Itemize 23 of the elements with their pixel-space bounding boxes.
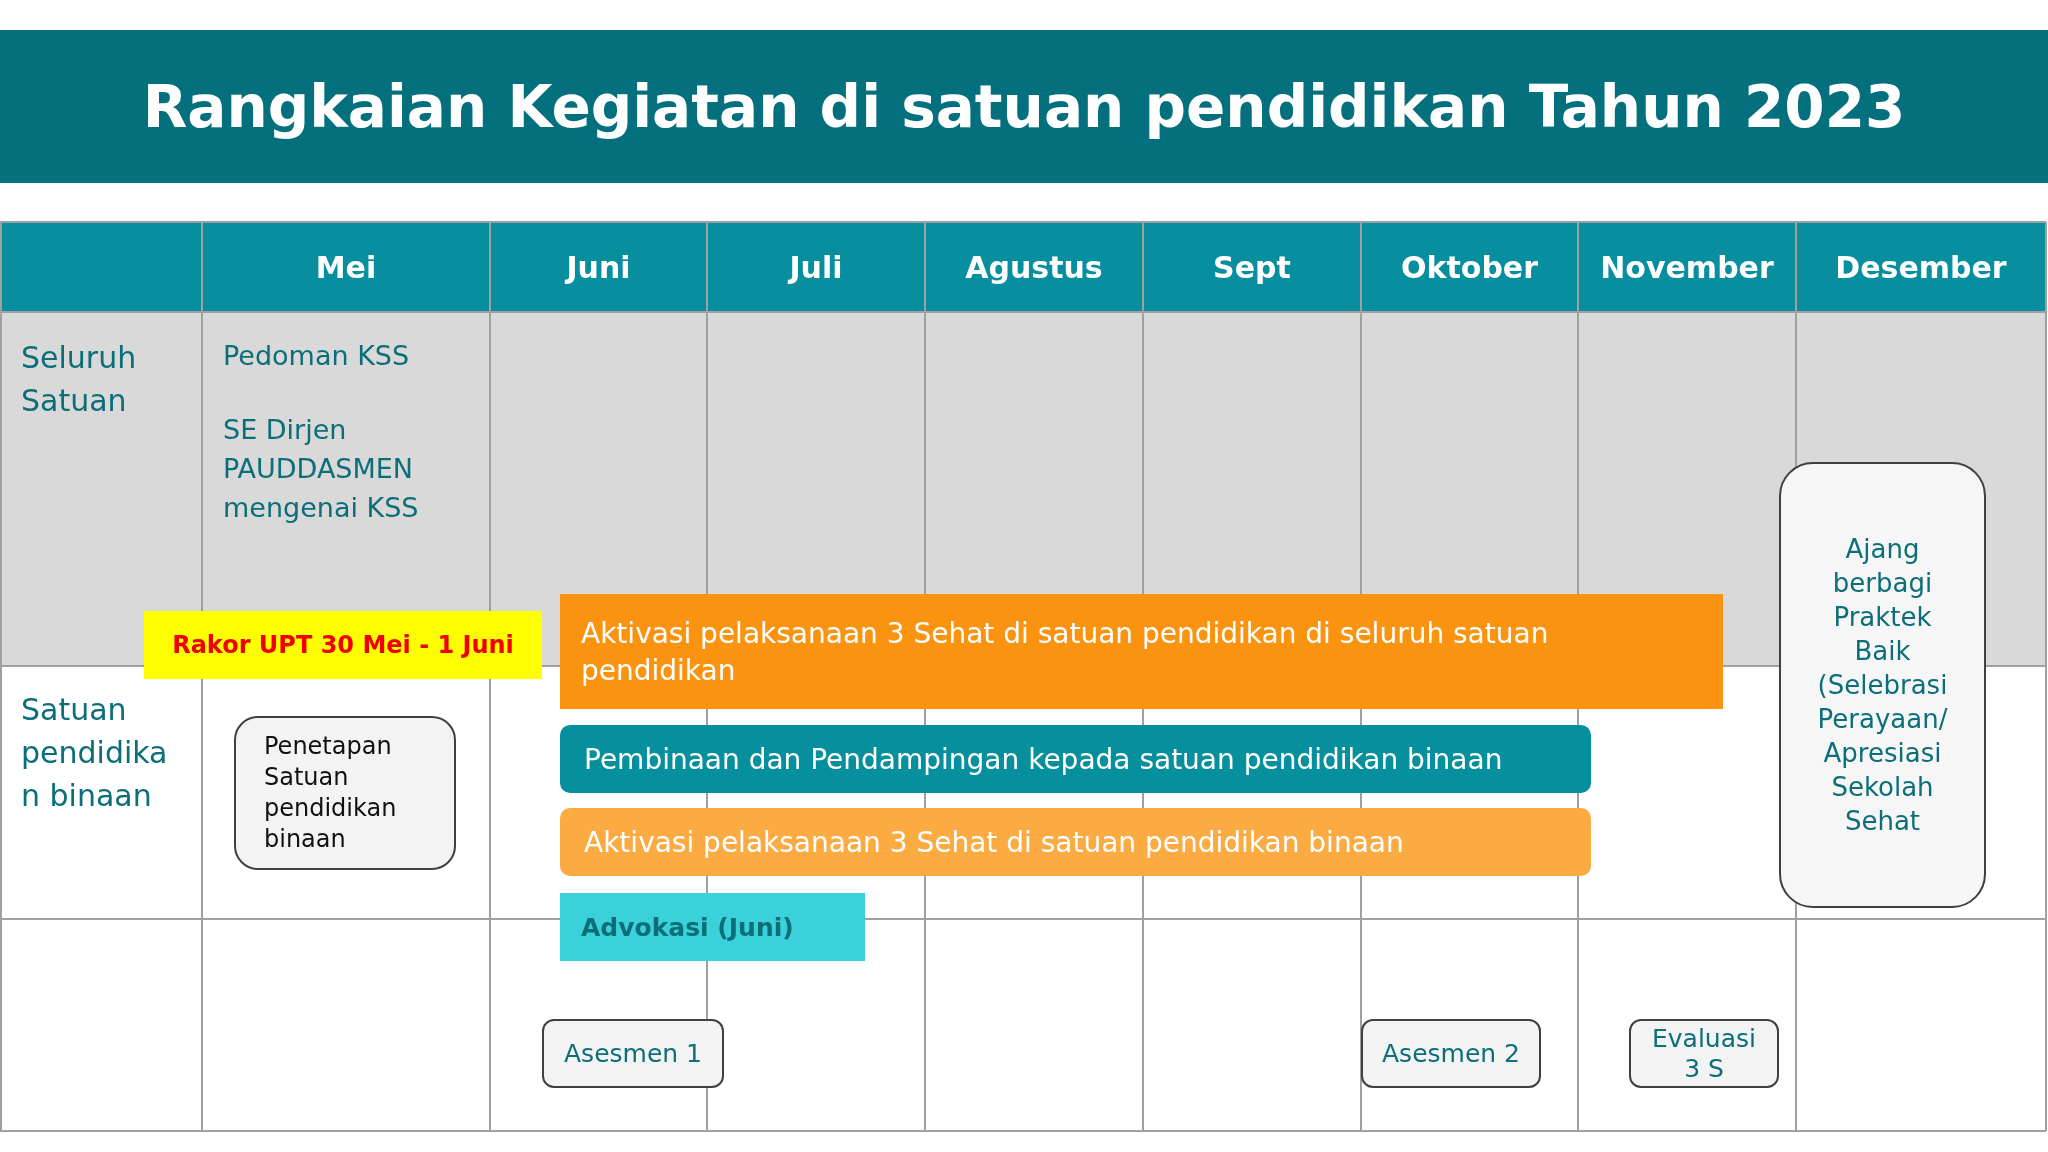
activity-bar: Aktivasi pelaksanaan 3 Sehat di satuan pendidikan di seluruh satuan pendidikan bbox=[560, 594, 1723, 709]
column-header: Oktober bbox=[1401, 249, 1538, 285]
column-header: Juli bbox=[789, 249, 843, 285]
activity-bar: Advokasi (Juni) bbox=[560, 893, 865, 961]
column-header: Agustus bbox=[965, 249, 1103, 285]
milestone-box: Asesmen 2 bbox=[1361, 1019, 1541, 1088]
milestone-box: Penetapan Satuan pendidikan binaan bbox=[234, 716, 456, 870]
milestone-box: Evaluasi 3 S bbox=[1629, 1019, 1779, 1088]
cell-text: SE Dirjen PAUDDASMEN mengenai KSS bbox=[223, 413, 420, 525]
event-banner: Rakor UPT 30 Mei - 1 Juni bbox=[144, 611, 542, 679]
column-header: November bbox=[1600, 249, 1774, 285]
title-text: Rangkaian Kegiatan di satuan pendidikan Tahun 2023 bbox=[142, 72, 1906, 141]
row-label: Satuan pendidika n binaan bbox=[21, 691, 169, 815]
row-label: Seluruh Satuan bbox=[21, 339, 138, 420]
milestone-box: Asesmen 1 bbox=[542, 1019, 724, 1088]
cell-text: Pedoman KSS bbox=[223, 339, 411, 373]
column-header: Desember bbox=[1835, 249, 2007, 285]
milestone-box: Ajang berbagi Praktek Baik (Selebrasi Perayaan/ Apresiasi Sekolah Sehat bbox=[1779, 462, 1986, 908]
column-header: Mei bbox=[315, 249, 377, 285]
activity-bar: Aktivasi pelaksanaan 3 Sehat di satuan pendidikan binaan bbox=[560, 808, 1591, 876]
column-header: Juni bbox=[566, 249, 631, 285]
activity-bar: Pembinaan dan Pendampingan kepada satuan pendidikan binaan bbox=[560, 725, 1591, 793]
column-header: Sept bbox=[1213, 249, 1291, 285]
